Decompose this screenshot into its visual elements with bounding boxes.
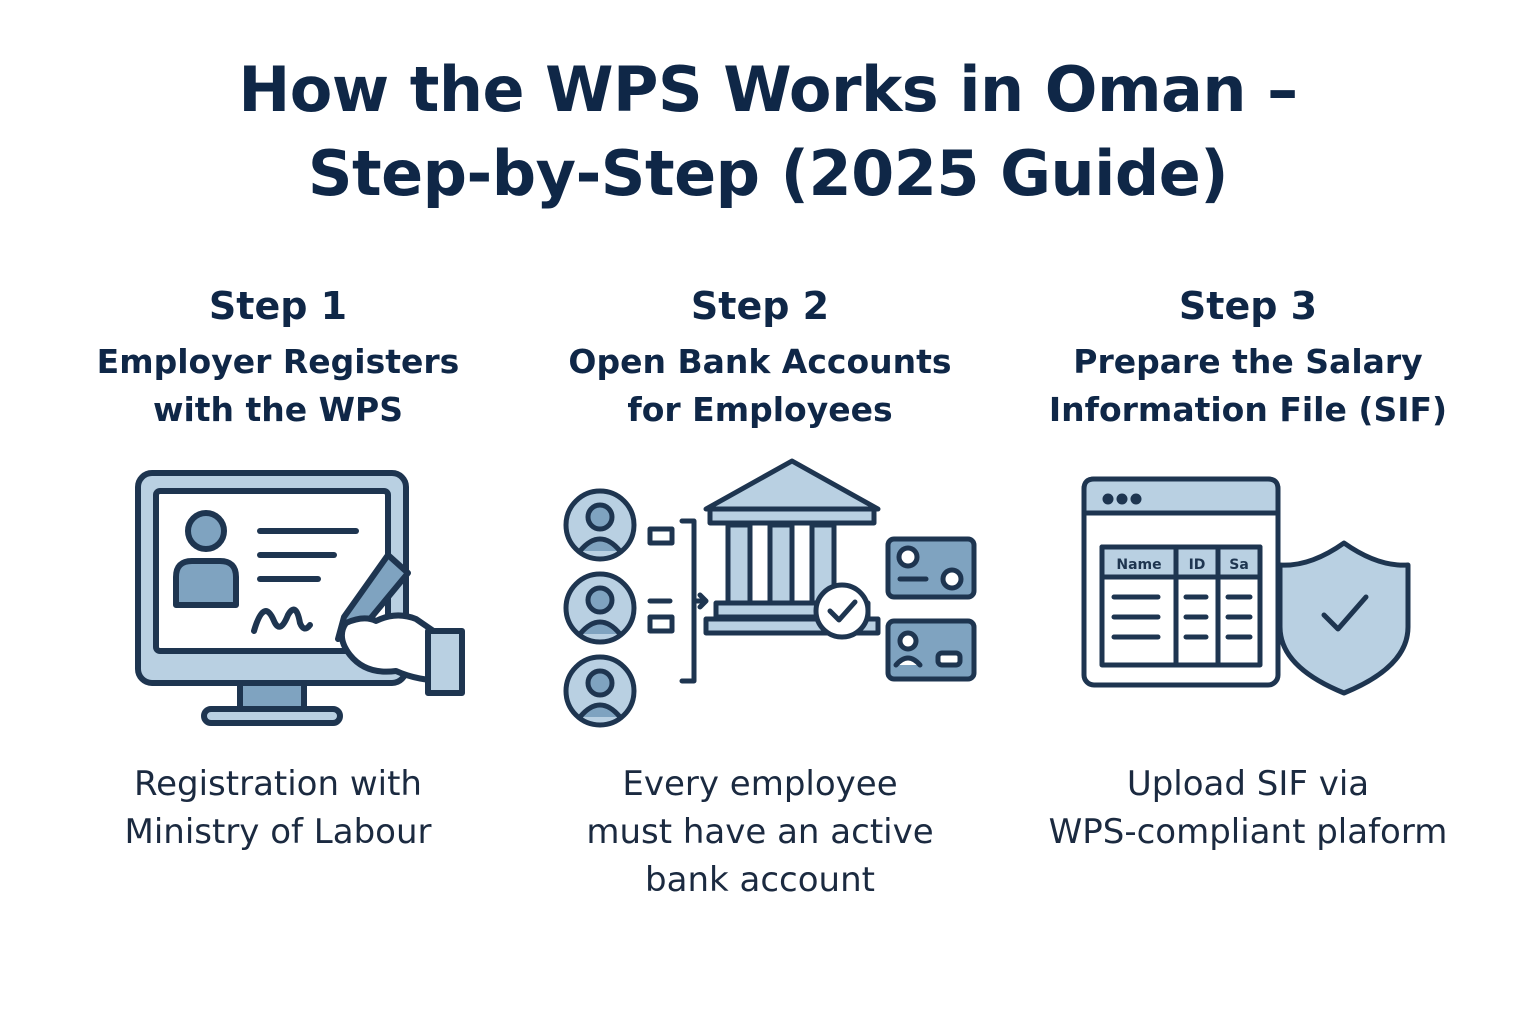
- step-1-description-line-2: Ministry of Labour: [124, 812, 432, 852]
- step-2-description: Every employee must have an active bank …: [510, 760, 1010, 904]
- bank-accounts-icon: [563, 458, 977, 728]
- step-2-description-line-2: must have an active: [586, 812, 934, 852]
- step-1-label: Step 1: [208, 284, 348, 328]
- step-3-description-line-2: WPS-compliant plaform: [1048, 812, 1448, 852]
- step-3-label: Step 3: [1178, 284, 1318, 328]
- step-1-heading: Employer Registers with the WPS: [28, 338, 528, 434]
- step-2-heading-line-2: for Employees: [627, 390, 893, 429]
- step-2-heading-line-1: Open Bank Accounts: [568, 342, 952, 381]
- computer-signature-icon: [135, 470, 465, 726]
- table-header-salary: Sa: [1229, 557, 1249, 573]
- step-1-heading-line-1: Employer Registers: [96, 342, 460, 381]
- step-1-description: Registration with Ministry of Labour: [28, 760, 528, 856]
- step-3-heading: Prepare the Salary Information File (SIF…: [998, 338, 1498, 434]
- step-1-description-line-1: Registration with: [134, 764, 422, 804]
- step-3-description-line-1: Upload SIF via: [1126, 764, 1370, 804]
- employee-avatar-icon: [563, 488, 637, 562]
- step-1-heading-line-2: with the WPS: [152, 390, 404, 429]
- step-2-label: Step 2: [690, 284, 830, 328]
- step-3-heading-line-2: Information File (SIF): [1048, 390, 1448, 429]
- table-header-id: ID: [1189, 557, 1206, 573]
- step-2-description-line-3: bank account: [645, 860, 875, 900]
- step-3-description: Upload SIF via WPS-compliant plaform: [998, 760, 1498, 856]
- step-1-column: Step 1 Employer Registers with the WPS: [28, 280, 528, 920]
- salary-file-shield-icon: Name ID Sa: [1081, 476, 1411, 696]
- step-2-column: Step 2 Open Bank Accounts for Employees: [510, 280, 1010, 920]
- step-2-description-line-1: Every employee: [622, 764, 898, 804]
- step-3-heading-line-1: Prepare the Salary: [1073, 342, 1423, 381]
- step-2-heading: Open Bank Accounts for Employees: [510, 338, 1010, 434]
- title-line-1: How the WPS Works in Oman –: [238, 53, 1298, 126]
- page-title: How the WPS Works in Oman – Step-by-Step…: [0, 48, 1536, 216]
- table-header-name: Name: [1116, 557, 1161, 573]
- step-3-column: Step 3 Prepare the Salary Information Fi…: [998, 280, 1498, 920]
- title-line-2: Step-by-Step (2025 Guide): [307, 137, 1229, 210]
